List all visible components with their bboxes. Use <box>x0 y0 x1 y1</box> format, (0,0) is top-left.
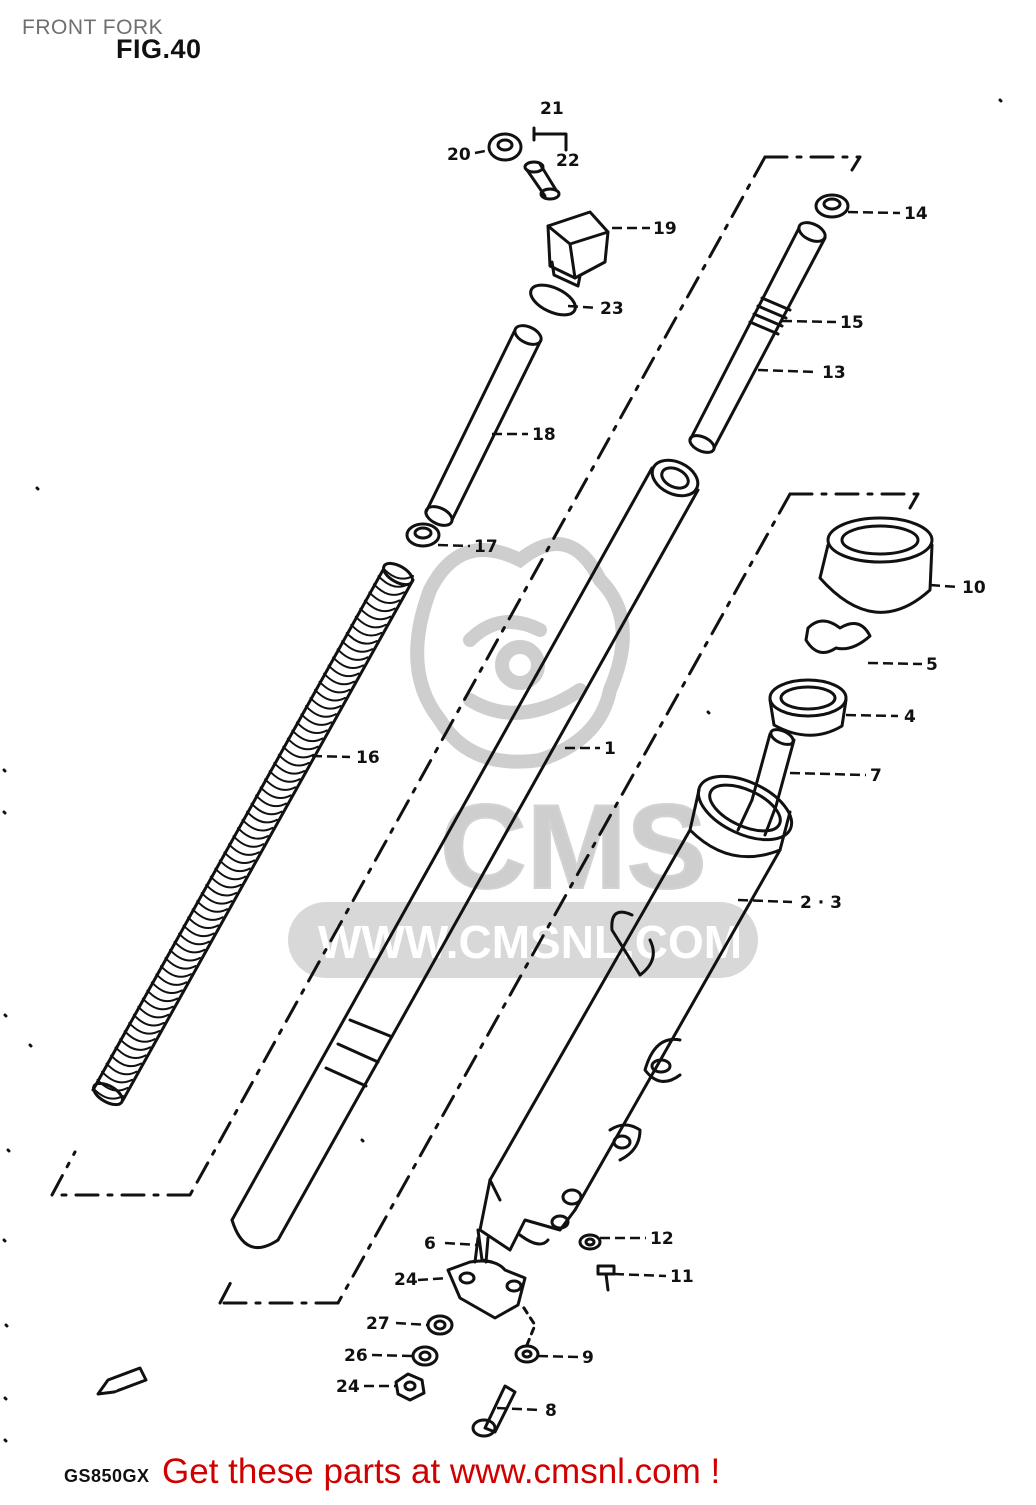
fwd-label: FWD <box>110 1371 142 1394</box>
part-23-o-ring <box>529 283 577 317</box>
callout-10: 10 <box>962 578 986 598</box>
watermark-banner <box>288 902 758 978</box>
callout-7: 7 <box>870 766 882 786</box>
callout-21: 21 <box>540 99 564 119</box>
callout-12: 12 <box>650 1229 674 1249</box>
callout-2-3: 2 · 3 <box>800 893 842 913</box>
part-27-nut <box>426 1314 454 1336</box>
part-15-piston-ring <box>748 296 792 336</box>
page-title: FRONT FORK <box>22 16 164 39</box>
callout-22: 22 <box>556 151 580 171</box>
part-2-3-outer-tube <box>476 774 794 1264</box>
group-outline-2 <box>218 492 920 1305</box>
callout-24-nut: 24 <box>336 1377 360 1397</box>
callout-labels: 21 20 22 19 23 18 17 16 14 15 13 1 10 5 … <box>110 99 985 1421</box>
callout-16: 16 <box>356 748 380 768</box>
part-1-inner-tube <box>230 458 700 1250</box>
callout-23: 23 <box>600 299 624 319</box>
callout-26: 26 <box>344 1346 368 1366</box>
part-20-cap <box>487 132 523 162</box>
part-13-damper-rod <box>688 221 827 454</box>
part-21-22-valve <box>523 126 568 201</box>
callout-19: 19 <box>653 219 677 239</box>
parts-linework <box>2 98 1003 1443</box>
callout-24-holder: 24 <box>394 1270 418 1290</box>
watermark-brand: CMS <box>440 780 707 914</box>
callout-9: 9 <box>582 1348 594 1368</box>
part-16-spring <box>91 561 415 1107</box>
promo-link[interactable]: Get these parts at www.cmsnl.com ! <box>162 1452 721 1491</box>
part-5-clip <box>804 619 872 654</box>
callout-15: 15 <box>840 313 864 333</box>
callout-6: 6 <box>424 1234 436 1254</box>
part-26-washer <box>411 1345 439 1367</box>
part-18-spacer <box>424 324 543 527</box>
part-14-ring <box>814 193 850 219</box>
callout-20: 20 <box>447 145 471 165</box>
scan-specks <box>2 98 1003 1443</box>
callout-18: 18 <box>532 425 556 445</box>
part-24-nut <box>394 1372 426 1402</box>
part-11-bolt <box>596 1264 616 1292</box>
callout-5: 5 <box>926 655 938 675</box>
figure-number: FIG.40 <box>116 34 202 64</box>
part-9-washer <box>514 1303 540 1364</box>
part-10-dust-seal <box>818 516 934 614</box>
part-6-stud <box>473 1236 490 1264</box>
model-code: GS850GX <box>64 1466 150 1486</box>
callout-14: 14 <box>904 204 928 224</box>
callout-13: 13 <box>822 363 846 383</box>
part-17-seat <box>405 522 441 548</box>
leader-lines <box>311 148 959 1412</box>
callout-27: 27 <box>366 1314 390 1334</box>
part-12-washer <box>578 1233 602 1251</box>
part-8-bolt <box>471 1384 517 1438</box>
callout-4: 4 <box>904 707 916 727</box>
callout-1: 1 <box>604 739 616 759</box>
callout-17: 17 <box>474 537 498 557</box>
part-4-oil-seal <box>768 678 848 737</box>
fwd-arrow <box>96 1366 148 1396</box>
watermark-mascot <box>410 537 630 769</box>
callout-8: 8 <box>545 1401 557 1421</box>
part-19-cap-bolt <box>546 210 610 288</box>
promo-banner: Get these parts at www.cmsnl.com ! <box>162 1452 720 1492</box>
watermark-url: WWW.CMSNL.COM <box>318 916 742 968</box>
part-24-axle-holder <box>446 1259 527 1320</box>
callout-11: 11 <box>670 1267 694 1287</box>
group-outline-1 <box>50 155 862 1197</box>
